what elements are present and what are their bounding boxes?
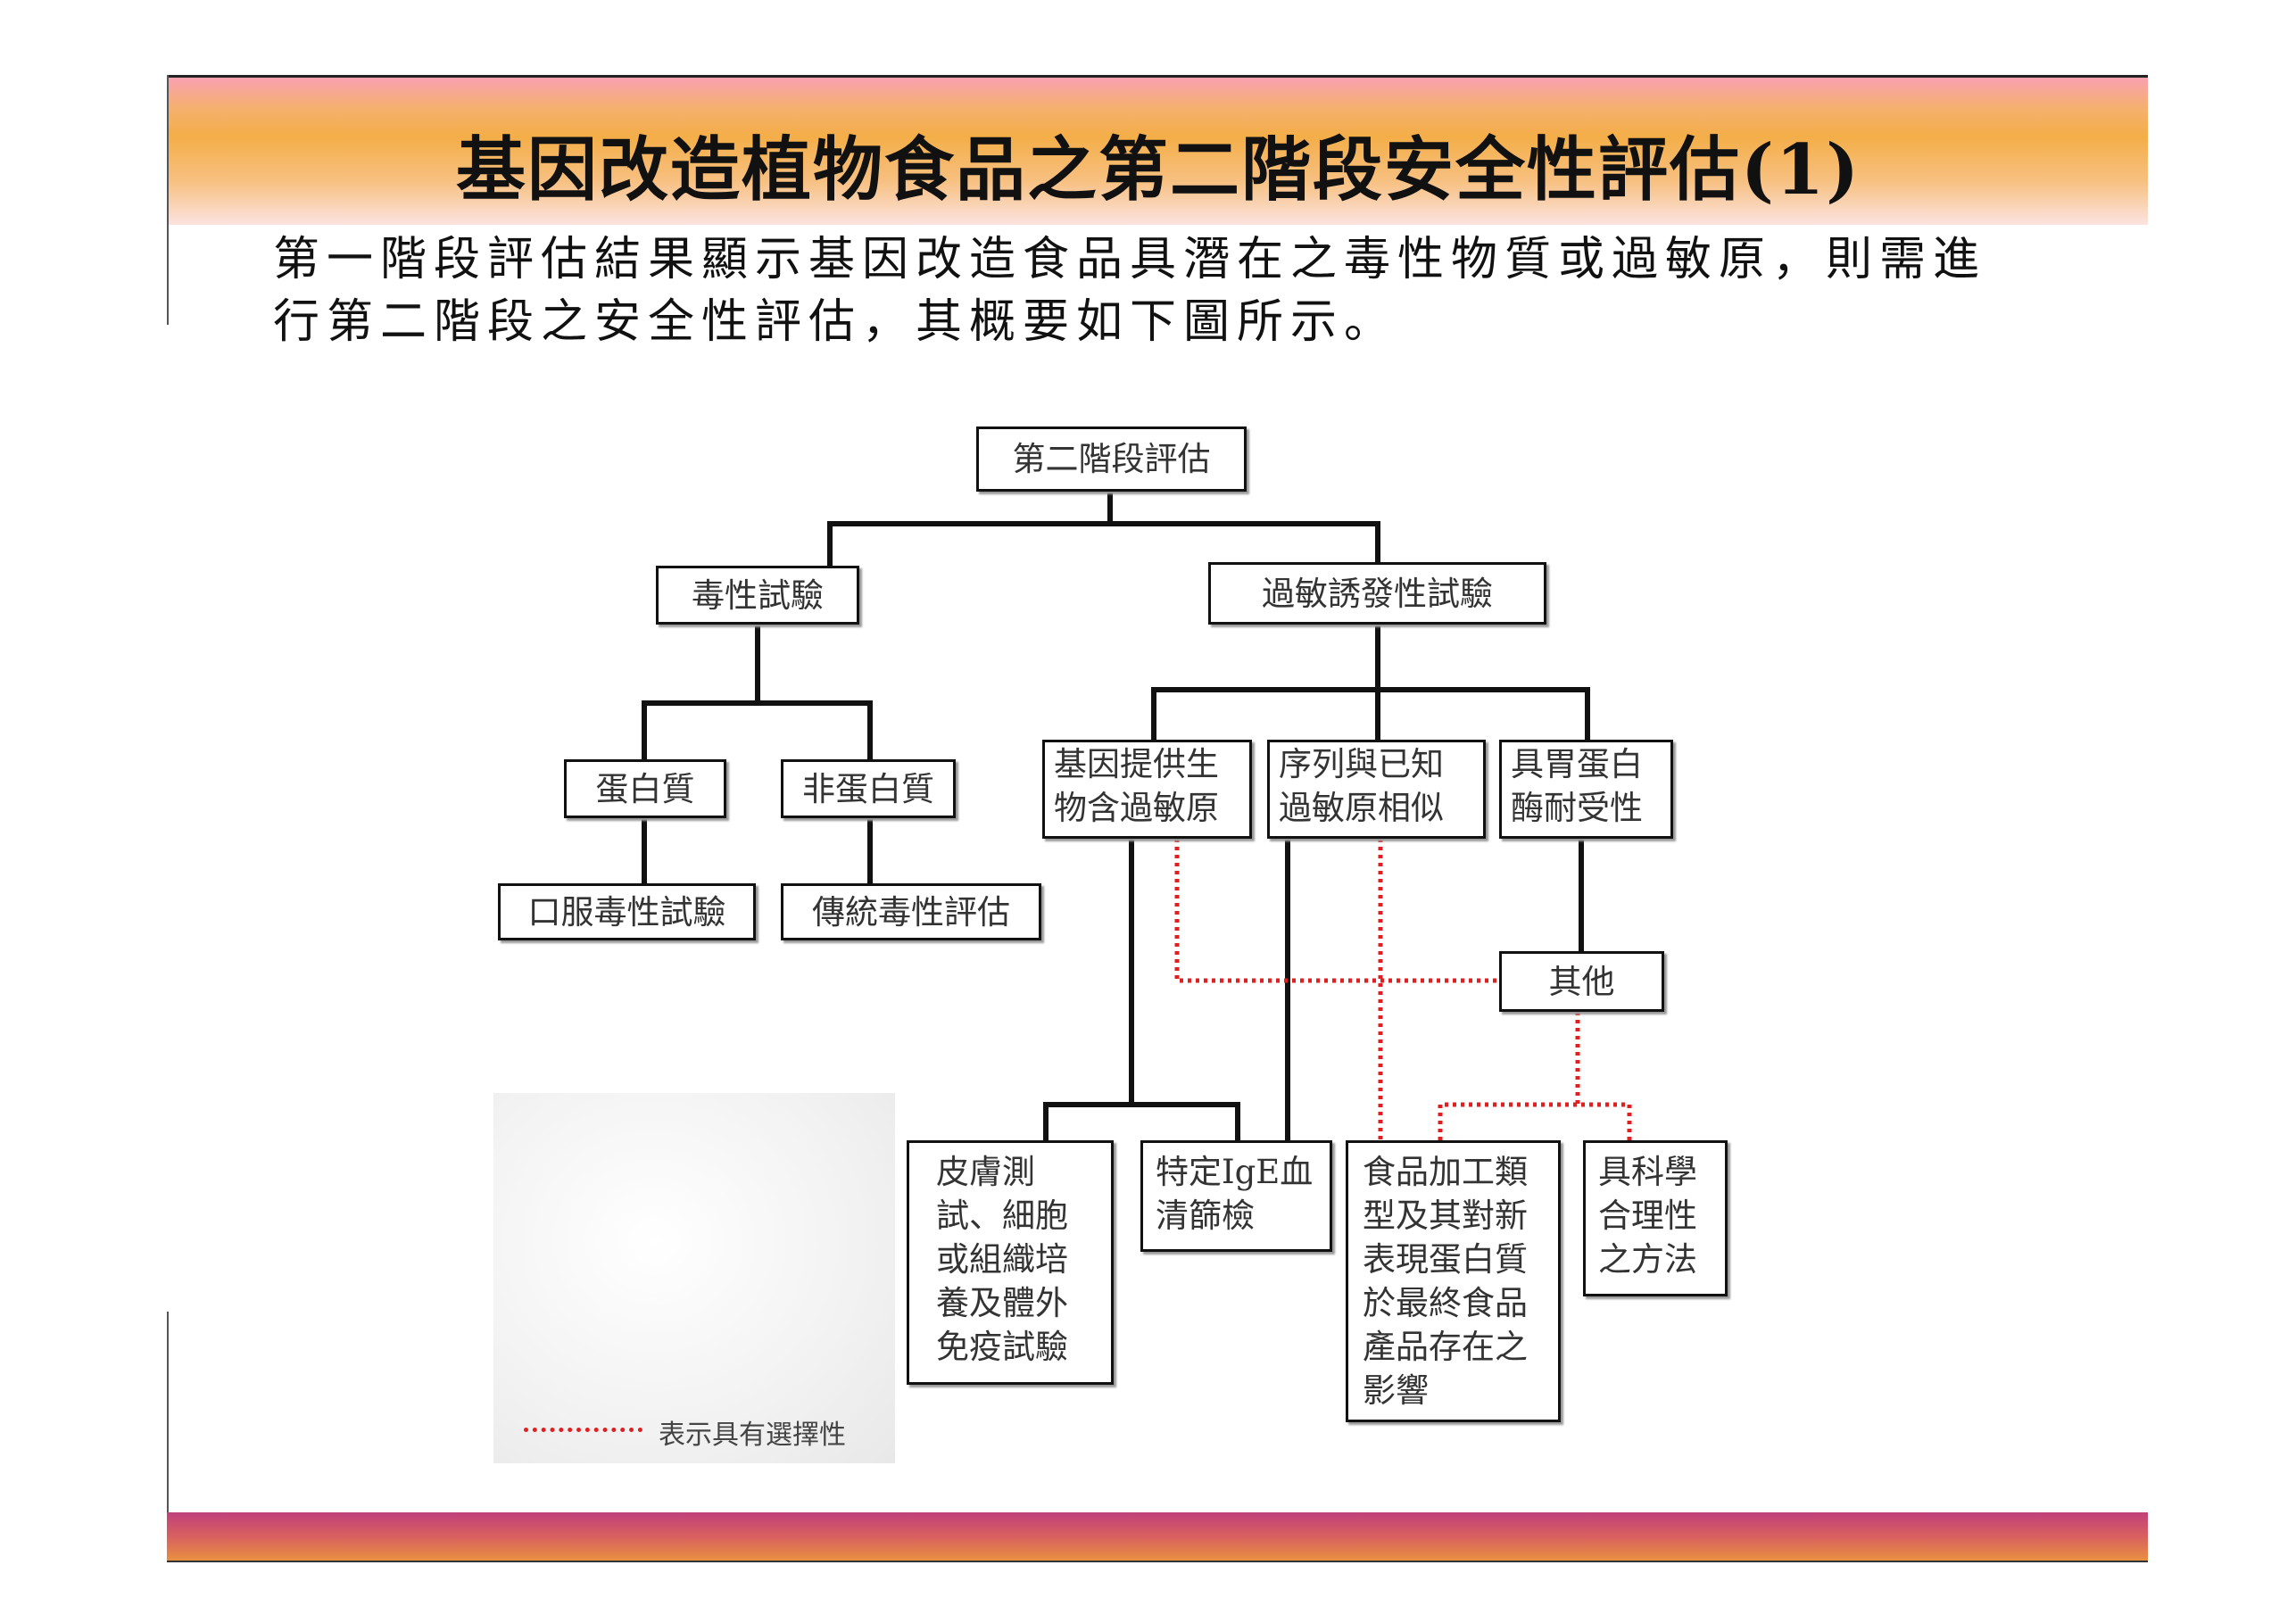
node-protein: 蛋白質	[564, 759, 726, 818]
node-other: 其他	[1499, 951, 1664, 1012]
node-skin-test: 皮膚測 試、細胞 或組織培 養及體外 免疫試驗	[907, 1140, 1114, 1385]
node-pepsin-resistance: 具胃蛋白 酶耐受性	[1499, 740, 1673, 839]
optional-edge	[1438, 1102, 1632, 1140]
legend-label: 表示具有選擇性	[659, 1420, 846, 1451]
frame-border	[167, 75, 169, 325]
edge	[1043, 1102, 1240, 1140]
node-scientific-method: 具科學 合理性 之方法	[1583, 1140, 1728, 1296]
optional-edge	[1174, 839, 1499, 983]
diagram-background	[493, 1093, 895, 1463]
node-oral-toxicity: 口服毒性試驗	[498, 883, 756, 940]
header-band	[169, 78, 2148, 225]
node-source-allergen: 基因提供生 物含過敏原	[1042, 740, 1252, 839]
frame-border	[167, 1312, 169, 1561]
edge	[1151, 687, 1590, 740]
slide-title: 基因改造植物食品之第二階段安全性評估(1)	[455, 129, 1861, 211]
node-non-protein: 非蛋白質	[781, 759, 956, 818]
node-ige-screening: 特定IgE血 清篩檢	[1140, 1140, 1332, 1252]
node-processing-effect: 食品加工類 型及其對新 表現蛋白質 於最終食品 產品存在之 影響	[1346, 1140, 1561, 1422]
intro-line-1: 第一階段評估結果顯示基因改造食品具潛在之毒性物質或過敏原，則需進	[273, 233, 1987, 286]
node-traditional-toxicity: 傳統毒性評估	[781, 883, 1041, 940]
footer-bar	[167, 1512, 2148, 1562]
node-root: 第二階段評估	[976, 426, 1247, 492]
edge	[642, 700, 873, 759]
node-allergenicity: 過敏誘發性試驗	[1208, 562, 1546, 625]
edge	[827, 521, 1380, 566]
intro-line-2: 行第二階段之安全性評估，其概要如下圖所示。	[273, 295, 1398, 349]
frame-border	[167, 75, 2148, 78]
solid-edges	[642, 492, 1590, 1140]
node-sequence-similarity: 序列與已知 過敏原相似	[1267, 740, 1486, 839]
legend-dotted-line	[524, 1428, 642, 1432]
node-toxicity: 毒性試驗	[656, 566, 859, 625]
optional-edges	[1174, 839, 1632, 1140]
